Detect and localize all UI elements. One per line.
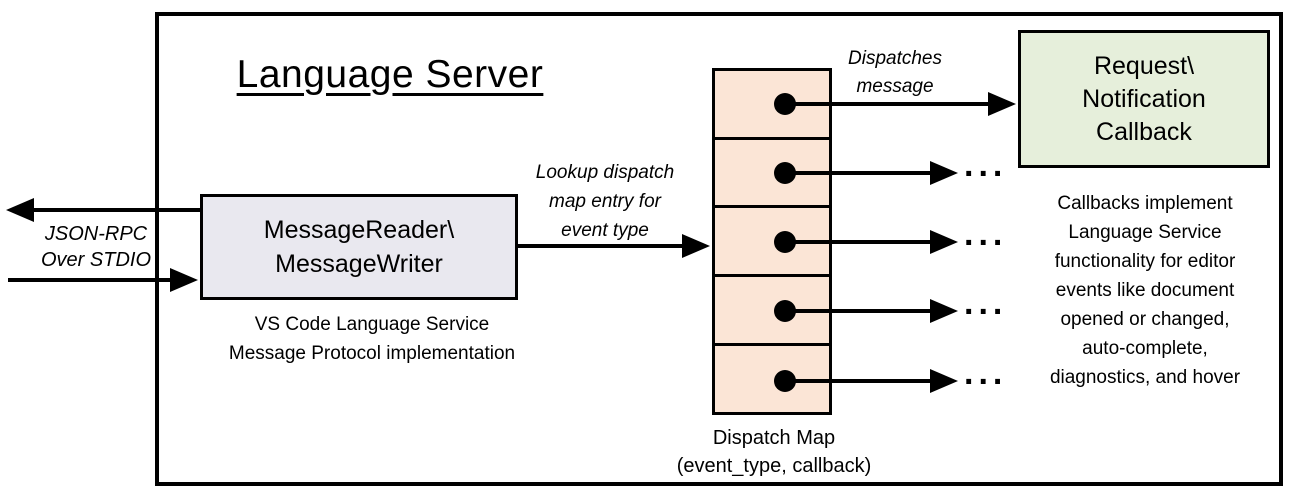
language-server-outer-box bbox=[155, 12, 1283, 486]
dispatch-map-divider bbox=[715, 137, 829, 141]
message-reader-writer-box: MessageReader\ MessageWriter bbox=[200, 194, 518, 300]
dispatch-map-box bbox=[712, 68, 832, 415]
ellipsis-row-4: ... bbox=[964, 284, 1008, 322]
dispatch-map-divider bbox=[715, 342, 829, 346]
dispatch-map-divider bbox=[715, 273, 829, 277]
ellipsis-row-5: ... bbox=[964, 354, 1008, 392]
lookup-dispatch-label: Lookup dispatch map entry for event type bbox=[535, 162, 675, 241]
ellipsis-row-3: ... bbox=[964, 215, 1008, 253]
json-rpc-stdio-label: JSON-RPC Over STDIO bbox=[40, 223, 151, 271]
dispatch-map-caption: Dispatch Map (event_type, callback) bbox=[676, 427, 872, 477]
reader-caption: VS Code Language Service Message Protoco… bbox=[228, 314, 516, 364]
request-notification-callback-box: Request\ Notification Callback bbox=[1018, 30, 1270, 168]
callbacks-description: Callbacks implement Language Service fun… bbox=[1049, 193, 1241, 388]
diagram-title: Language Server bbox=[236, 53, 544, 96]
dispatch-map-divider bbox=[715, 205, 829, 209]
dispatches-message-label: Dispatches message bbox=[848, 48, 942, 97]
message-reader-writer-label: MessageReader\ MessageWriter bbox=[263, 216, 455, 278]
request-notification-callback-label: Request\ Notification Callback bbox=[1082, 51, 1206, 146]
ellipsis-row-2: ... bbox=[964, 146, 1008, 184]
